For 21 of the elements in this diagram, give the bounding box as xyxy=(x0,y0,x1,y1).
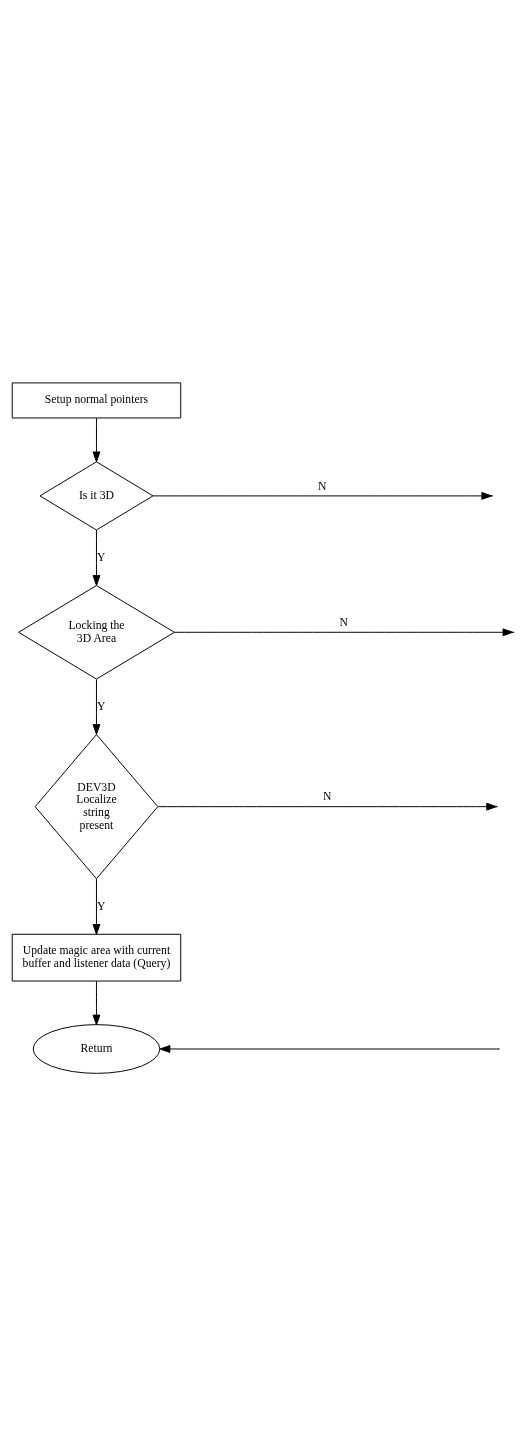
node-diamond: DEV3D Localize string present xyxy=(34,734,159,880)
edge-label: N xyxy=(322,790,332,804)
arrow xyxy=(92,878,101,935)
node-diamond: Is it 3D xyxy=(39,461,154,531)
node-box: Setup normal pointers xyxy=(11,382,182,419)
node-box: Update magic area with current buffer and listener data (Query) xyxy=(11,933,182,982)
arrow xyxy=(92,529,101,586)
arrow xyxy=(157,802,497,811)
node-diamond: Locking the 3D Area xyxy=(18,585,175,680)
arrow xyxy=(173,628,514,637)
arrow xyxy=(152,492,493,500)
edge-label: N xyxy=(318,479,327,493)
edge-label: N xyxy=(339,616,348,630)
arrow xyxy=(92,679,101,735)
edge-label: Y xyxy=(97,899,106,913)
arrow xyxy=(92,980,101,1026)
edge-label: Y xyxy=(97,550,106,564)
arrow xyxy=(92,417,101,463)
node-ellipse: Return xyxy=(32,1024,161,1074)
edge-label: Y xyxy=(97,699,106,713)
arrow xyxy=(159,1045,499,1053)
